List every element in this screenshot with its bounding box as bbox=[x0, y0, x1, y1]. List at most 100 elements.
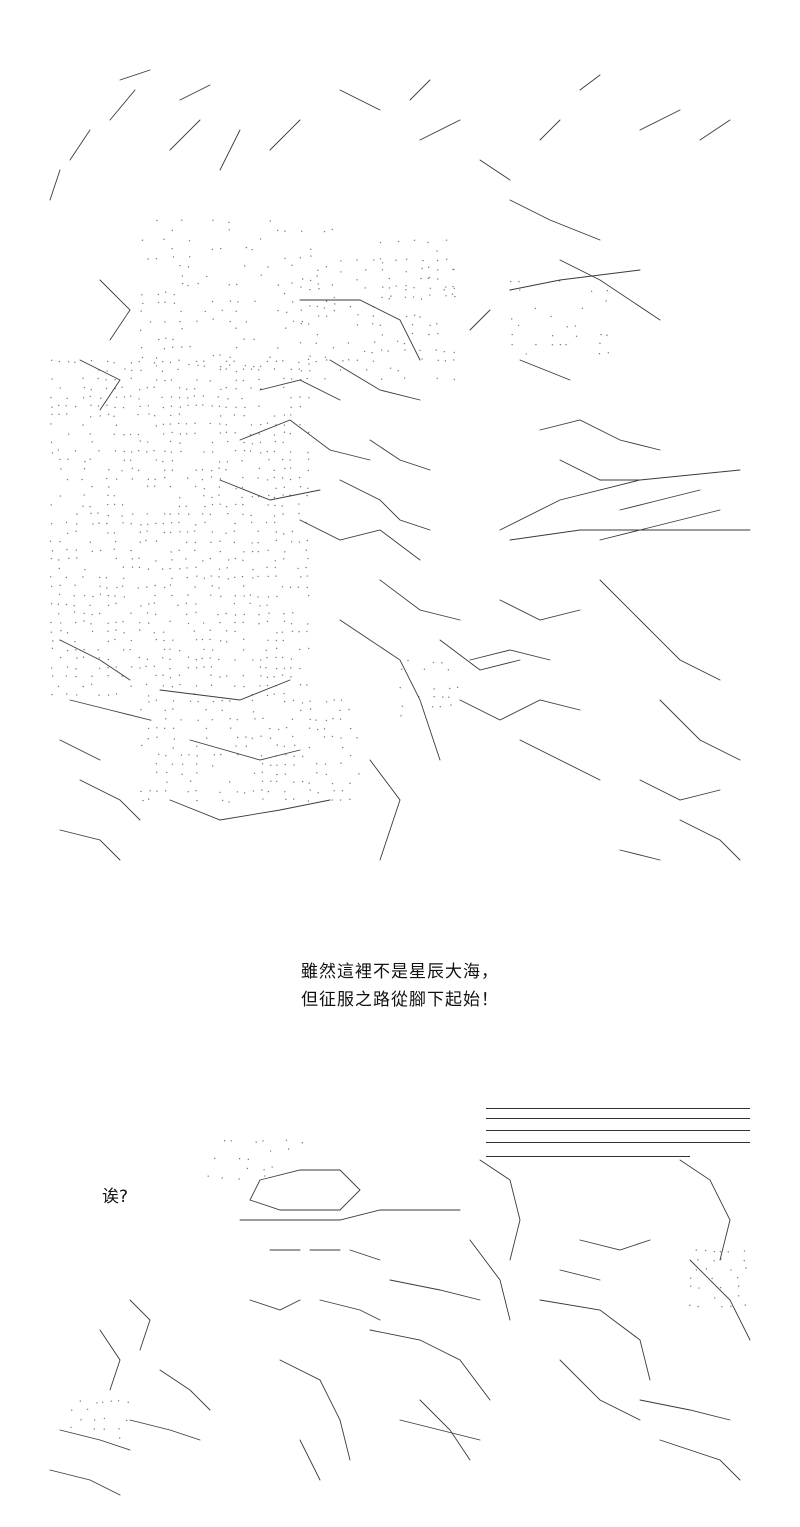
stipple-dot bbox=[51, 675, 54, 677]
stipple-dot bbox=[299, 406, 302, 408]
stipple-dot bbox=[209, 422, 211, 425]
stipple-dot bbox=[161, 360, 164, 363]
stipple-dot bbox=[258, 496, 260, 498]
stipple-dot bbox=[99, 549, 102, 552]
stipple-dot bbox=[60, 622, 62, 624]
stipple-dot bbox=[162, 460, 164, 463]
stipple-dot bbox=[290, 623, 293, 625]
stipple-dot bbox=[419, 316, 421, 318]
stipple-dot bbox=[323, 307, 325, 309]
stipple-dot bbox=[266, 422, 269, 424]
stipple-dot bbox=[292, 320, 295, 322]
stipple-dot bbox=[389, 367, 392, 369]
stipple-dot bbox=[129, 433, 132, 436]
stipple-dot bbox=[581, 307, 584, 310]
stipple-dot bbox=[255, 1141, 257, 1143]
stipple-dot bbox=[116, 586, 118, 589]
stipple-dot bbox=[234, 576, 236, 579]
stipple-dot bbox=[233, 541, 236, 544]
stipple-dot bbox=[219, 640, 222, 642]
stipple-dot bbox=[187, 404, 189, 407]
stipple-dot bbox=[154, 584, 156, 587]
stipple-dot bbox=[201, 638, 204, 641]
stipple-dot bbox=[225, 360, 228, 363]
stipple-dot bbox=[123, 577, 125, 580]
stipple-dot bbox=[281, 477, 284, 479]
stipple-dot bbox=[82, 576, 84, 578]
stipple-dot bbox=[121, 504, 124, 506]
stipple-dot bbox=[50, 423, 52, 425]
stipple-dot bbox=[299, 684, 302, 686]
stipple-dot bbox=[258, 433, 260, 435]
stipple-dot bbox=[233, 530, 235, 532]
stipple-dot bbox=[390, 295, 392, 297]
stipple-dot bbox=[221, 309, 223, 311]
stipple-dot bbox=[241, 460, 243, 462]
stipple-dot bbox=[302, 755, 304, 758]
stipple-dot bbox=[121, 386, 123, 388]
stipple-dot bbox=[266, 479, 269, 481]
stipple-dot bbox=[243, 551, 245, 553]
stipple-dot bbox=[163, 531, 166, 534]
stipple-dot bbox=[276, 632, 278, 634]
stipple-dot bbox=[107, 630, 109, 632]
stipple-dot bbox=[267, 639, 269, 642]
stipple-dot bbox=[107, 640, 110, 643]
stipple-dot bbox=[173, 293, 175, 296]
stipple-dot bbox=[114, 595, 116, 597]
stipple-dot bbox=[178, 497, 181, 499]
stipple-dot bbox=[178, 422, 180, 425]
stipple-dot bbox=[107, 658, 110, 661]
stipple-dot bbox=[177, 368, 179, 371]
stipple-dot bbox=[66, 548, 68, 551]
stipple-dot bbox=[66, 397, 68, 400]
stipple-dot bbox=[225, 506, 228, 508]
stipple-dot bbox=[137, 469, 140, 472]
stipple-dot bbox=[75, 668, 77, 670]
stipple-dot bbox=[138, 389, 141, 391]
stipple-dot bbox=[221, 699, 223, 702]
stipple-dot bbox=[186, 576, 188, 579]
stipple-dot bbox=[141, 239, 144, 241]
ascii-art-characters-scene bbox=[40, 1100, 760, 1500]
stipple-dot bbox=[229, 717, 231, 720]
stipple-dot bbox=[730, 1305, 732, 1308]
stipple-dot bbox=[98, 522, 100, 524]
stipple-dot bbox=[236, 791, 239, 793]
stipple-dot bbox=[235, 388, 237, 390]
stipple-dot bbox=[281, 631, 284, 633]
stipple-dot bbox=[146, 513, 148, 515]
stipple-dot bbox=[201, 469, 204, 471]
stipple-dot bbox=[229, 300, 232, 302]
stipple-dot bbox=[181, 282, 184, 285]
stipple-dot bbox=[82, 505, 84, 507]
stipple-dot bbox=[164, 709, 166, 712]
stipple-dot bbox=[445, 286, 447, 288]
stipple-dot bbox=[283, 745, 286, 747]
stipple-dot bbox=[169, 423, 172, 425]
stipple-dot bbox=[413, 314, 416, 317]
stipple-dot bbox=[86, 1408, 89, 1410]
stipple-dot bbox=[283, 692, 285, 695]
stipple-dot bbox=[307, 557, 309, 560]
stipple-dot bbox=[178, 387, 181, 389]
stipple-dot bbox=[106, 522, 108, 525]
stipple-dot bbox=[50, 621, 52, 624]
stipple-dot bbox=[179, 406, 182, 408]
stipple-dot bbox=[225, 532, 227, 534]
stipple-dot bbox=[107, 694, 110, 696]
stipple-dot bbox=[195, 404, 197, 406]
stipple-dot bbox=[242, 585, 245, 587]
stipple-dot bbox=[236, 718, 238, 721]
stipple-dot bbox=[411, 324, 414, 326]
stipple-dot bbox=[242, 368, 245, 370]
stipple-shading-bottom bbox=[70, 1139, 747, 1439]
stipple-dot bbox=[339, 718, 342, 720]
stipple-dot bbox=[257, 542, 259, 544]
stipple-dot bbox=[290, 368, 292, 371]
stipple-dot bbox=[273, 693, 275, 695]
stipple-dot bbox=[259, 605, 261, 607]
stipple-dot bbox=[225, 424, 227, 426]
stipple-dot bbox=[59, 387, 61, 389]
stipple-dot bbox=[292, 612, 294, 614]
